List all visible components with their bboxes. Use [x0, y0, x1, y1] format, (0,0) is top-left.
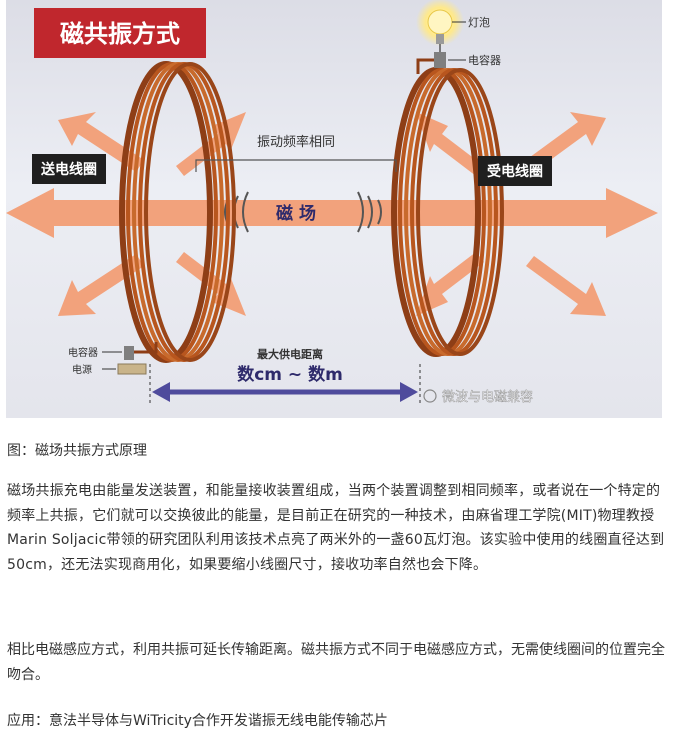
receiver-coil [391, 67, 504, 357]
bulb-icon [416, 0, 464, 46]
capacitor-right-label: 电容器 [468, 53, 501, 67]
capacitor-left-icon [124, 342, 158, 360]
magnetic-resonance-diagram: 磁共振方式 [6, 0, 662, 418]
body-paragraph: 磁场共振充电由能量发送装置，和能量接收装置组成，当两个装置调整到相同频率，或者说… [7, 483, 665, 573]
receiver-coil-tag: 受电线圈 [478, 156, 552, 186]
capacitor-left-label: 电容器 [68, 346, 98, 359]
watermark: 微波与电磁兼容 [423, 389, 533, 405]
capacitor-right-icon [416, 44, 446, 74]
watermark-text: 微波与电磁兼容 [442, 389, 533, 405]
sender-coil-label: 送电线圈 [40, 161, 97, 178]
receiver-coil-label: 受电线圈 [487, 163, 543, 180]
sender-coil-tag: 送电线圈 [32, 154, 106, 184]
body-paragraph: 应用：意法半导体与WiTricity合作开发谐振无线电能传输芯片 [7, 713, 388, 729]
power-source-icon [117, 363, 147, 375]
power-source-label: 电源 [72, 363, 92, 376]
bulb-label: 灯泡 [468, 15, 490, 29]
max-distance-indicator: 最大供电距离 数cm ~ 数m [149, 347, 421, 404]
max-distance-label: 最大供电距离 [257, 347, 323, 361]
body-paragraph: 相比电磁感应方式，利用共振可延长传输距离。磁共振方式不同于电磁感应方式，无需使线… [7, 642, 665, 683]
magnetic-field-label: 磁 场 [276, 203, 316, 224]
figure-caption: 图：磁场共振方式原理 [7, 443, 147, 459]
same-frequency-bracket: 振动频率相同 [195, 134, 397, 172]
same-frequency-label: 振动频率相同 [257, 134, 335, 150]
figure-title: 磁共振方式 [60, 20, 180, 48]
sender-coil [119, 61, 236, 363]
distance-range-label: 数cm ~ 数m [237, 364, 343, 385]
title-banner: 磁共振方式 [34, 8, 206, 58]
